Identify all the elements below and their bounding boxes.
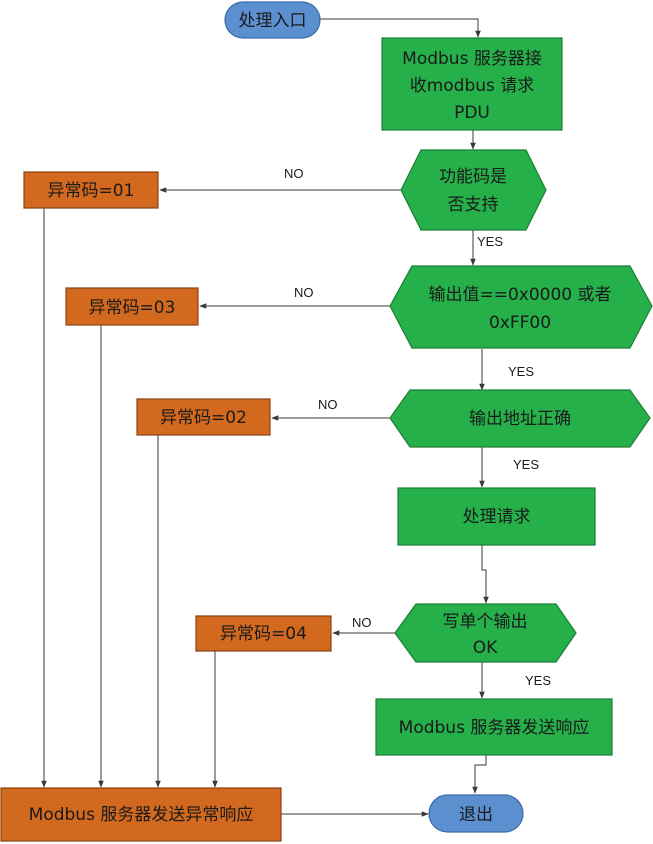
start-terminal: 处理入口 [224,1,321,39]
decision-function-code-line-1: 功能码是 [439,167,507,187]
decision-output-value: 输出值==0x0000 或者 0xFF00 [389,265,653,349]
error-code-03-label: 异常码=03 [89,298,176,318]
decision-function-code: 功能码是 否支持 [400,149,547,231]
exit-terminal: 退出 [428,794,524,833]
error-code-04-label: 异常码=04 [220,624,307,644]
error-code-02-box: 异常码=02 [136,398,271,436]
label-no-4: NO [352,615,372,630]
decision-write-ok-line-2: OK [473,638,498,658]
edge-start-to-receive [320,18,481,38]
error-code-03-box: 异常码=03 [65,287,199,326]
process-request-box: 处理请求 [397,487,596,546]
exit-terminal-label: 退出 [459,805,493,825]
send-response-label: Modbus 服务器发送响应 [399,718,590,738]
error-code-02-label: 异常码=02 [160,408,247,428]
error-code-01-label: 异常码=01 [48,181,135,201]
decision-output-value-line-2: 0xFF00 [489,313,551,333]
decision-output-address: 输出地址正确 [389,389,651,448]
receive-request-line-1: Modbus 服务器接 [402,49,542,69]
error-code-01-box: 异常码=01 [23,171,159,209]
receive-request-box: Modbus 服务器接 收modbus 请求 PDU [381,37,563,131]
label-yes-3: YES [513,457,539,472]
label-no-1: NO [284,166,304,181]
edge-process-to-writeok [481,545,489,604]
edge-sendresp-to-exit [472,755,487,794]
label-no-3: NO [318,397,338,412]
label-yes-2: YES [508,364,534,379]
send-response-box: Modbus 服务器发送响应 [375,698,613,756]
process-request-label: 处理请求 [463,507,531,527]
receive-request-line-2: 收modbus 请求 [410,76,535,96]
decision-output-value-line-1: 输出值==0x0000 或者 [428,285,611,305]
decision-write-ok-line-1: 写单个输出 [443,612,528,632]
send-exception-response-label: Modbus 服务器发送异常响应 [29,805,254,825]
label-yes-1: YES [477,234,503,249]
decision-function-code-line-2: 否支持 [448,195,499,215]
decision-write-ok: 写单个输出 OK [394,603,577,663]
start-terminal-label: 处理入口 [239,11,307,31]
decision-output-address-label: 输出地址正确 [469,409,571,429]
error-code-04-box: 异常码=04 [195,615,332,652]
receive-request-line-3: PDU [454,103,490,123]
send-exception-response-box: Modbus 服务器发送异常响应 [0,787,282,842]
label-yes-4: YES [525,673,551,688]
label-no-2: NO [294,285,314,300]
